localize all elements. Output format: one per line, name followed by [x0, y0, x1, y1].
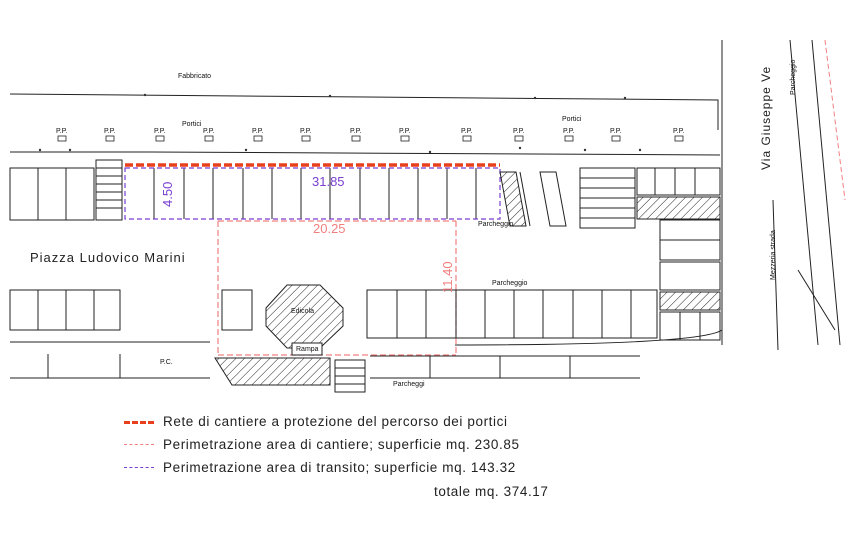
legend-text-fence: Rete di cantiere a protezione del percor…	[163, 414, 508, 429]
legend-text-transit: Perimetrazione area di transito; superfi…	[163, 460, 516, 475]
legend-swatch-fence	[124, 421, 154, 424]
survey-points	[38, 93, 642, 154]
parking-row-lower-left	[9, 289, 210, 379]
pp-label: P.P.	[610, 128, 621, 135]
portici-label-left: Portici	[182, 121, 202, 128]
rampa-label: Rampa	[296, 346, 319, 353]
pp-label: P.P.	[56, 128, 67, 135]
fabbricato-label: Fabbricato	[178, 73, 211, 80]
crosswalk-left	[95, 159, 123, 221]
central-island	[221, 284, 344, 356]
parking-bottom	[214, 220, 723, 393]
pp-label: P.P.	[563, 128, 574, 135]
parcheggio-label-upper: Parcheggio	[478, 221, 514, 228]
dimension-length: 31.85	[312, 174, 345, 189]
street-label: Via Giuseppe Ve	[759, 66, 773, 170]
building-line	[9, 93, 721, 156]
pp-label: P.P.	[673, 128, 684, 135]
pp-label: P.P.	[350, 128, 361, 135]
dimension-site-depth: 11.40	[440, 261, 455, 293]
pp-label: P.P.	[300, 128, 311, 135]
legend-swatch-transit	[124, 467, 154, 468]
site-area-boundary	[217, 220, 457, 356]
legend-total: totale mq. 374.17	[434, 484, 549, 499]
parcheggi-label: Parcheggi	[393, 381, 425, 388]
pp-label: P.P.	[252, 128, 263, 135]
pp-label: P.P.	[513, 128, 524, 135]
parcheggio-label-lower: Parcheggio	[492, 280, 528, 287]
pp-label: P.P.	[203, 128, 214, 135]
portico-columns	[57, 135, 684, 142]
parking-row-upper-left	[9, 167, 95, 221]
parcheggio-label-vertical: Parcheggio	[790, 59, 797, 95]
parking-row-lower-right	[366, 289, 658, 339]
piazza-label: Piazza Ludovico Marini	[30, 250, 186, 265]
mezzeria-label: Mezzeria strada	[770, 230, 777, 280]
pp-labels: P.P. P.P. P.P. P.P. P.P. P.P. P.P. P.P. …	[56, 128, 684, 135]
parking-row-upper-right	[499, 167, 721, 229]
road-centerline	[824, 39, 846, 201]
legend-text-site: Perimetrazione area di cantiere; superfi…	[163, 437, 520, 452]
dimension-width: 4.50	[160, 182, 175, 207]
legend-swatch-site	[124, 444, 154, 445]
road-right	[721, 39, 841, 351]
pp-label: P.P.	[104, 128, 115, 135]
portici-label-right: Portici	[562, 116, 582, 123]
pp-label: P.P.	[154, 128, 165, 135]
edicola-label: Edicola	[291, 308, 314, 315]
parking-block-right	[659, 219, 721, 341]
pp-label: P.P.	[461, 128, 472, 135]
pp-label: P.P.	[399, 128, 410, 135]
dimension-site-width: 20.25	[313, 221, 346, 236]
transit-area-stalls	[153, 168, 477, 219]
transit-area-boundary	[124, 167, 501, 220]
pc-label: P.C.	[160, 359, 173, 366]
